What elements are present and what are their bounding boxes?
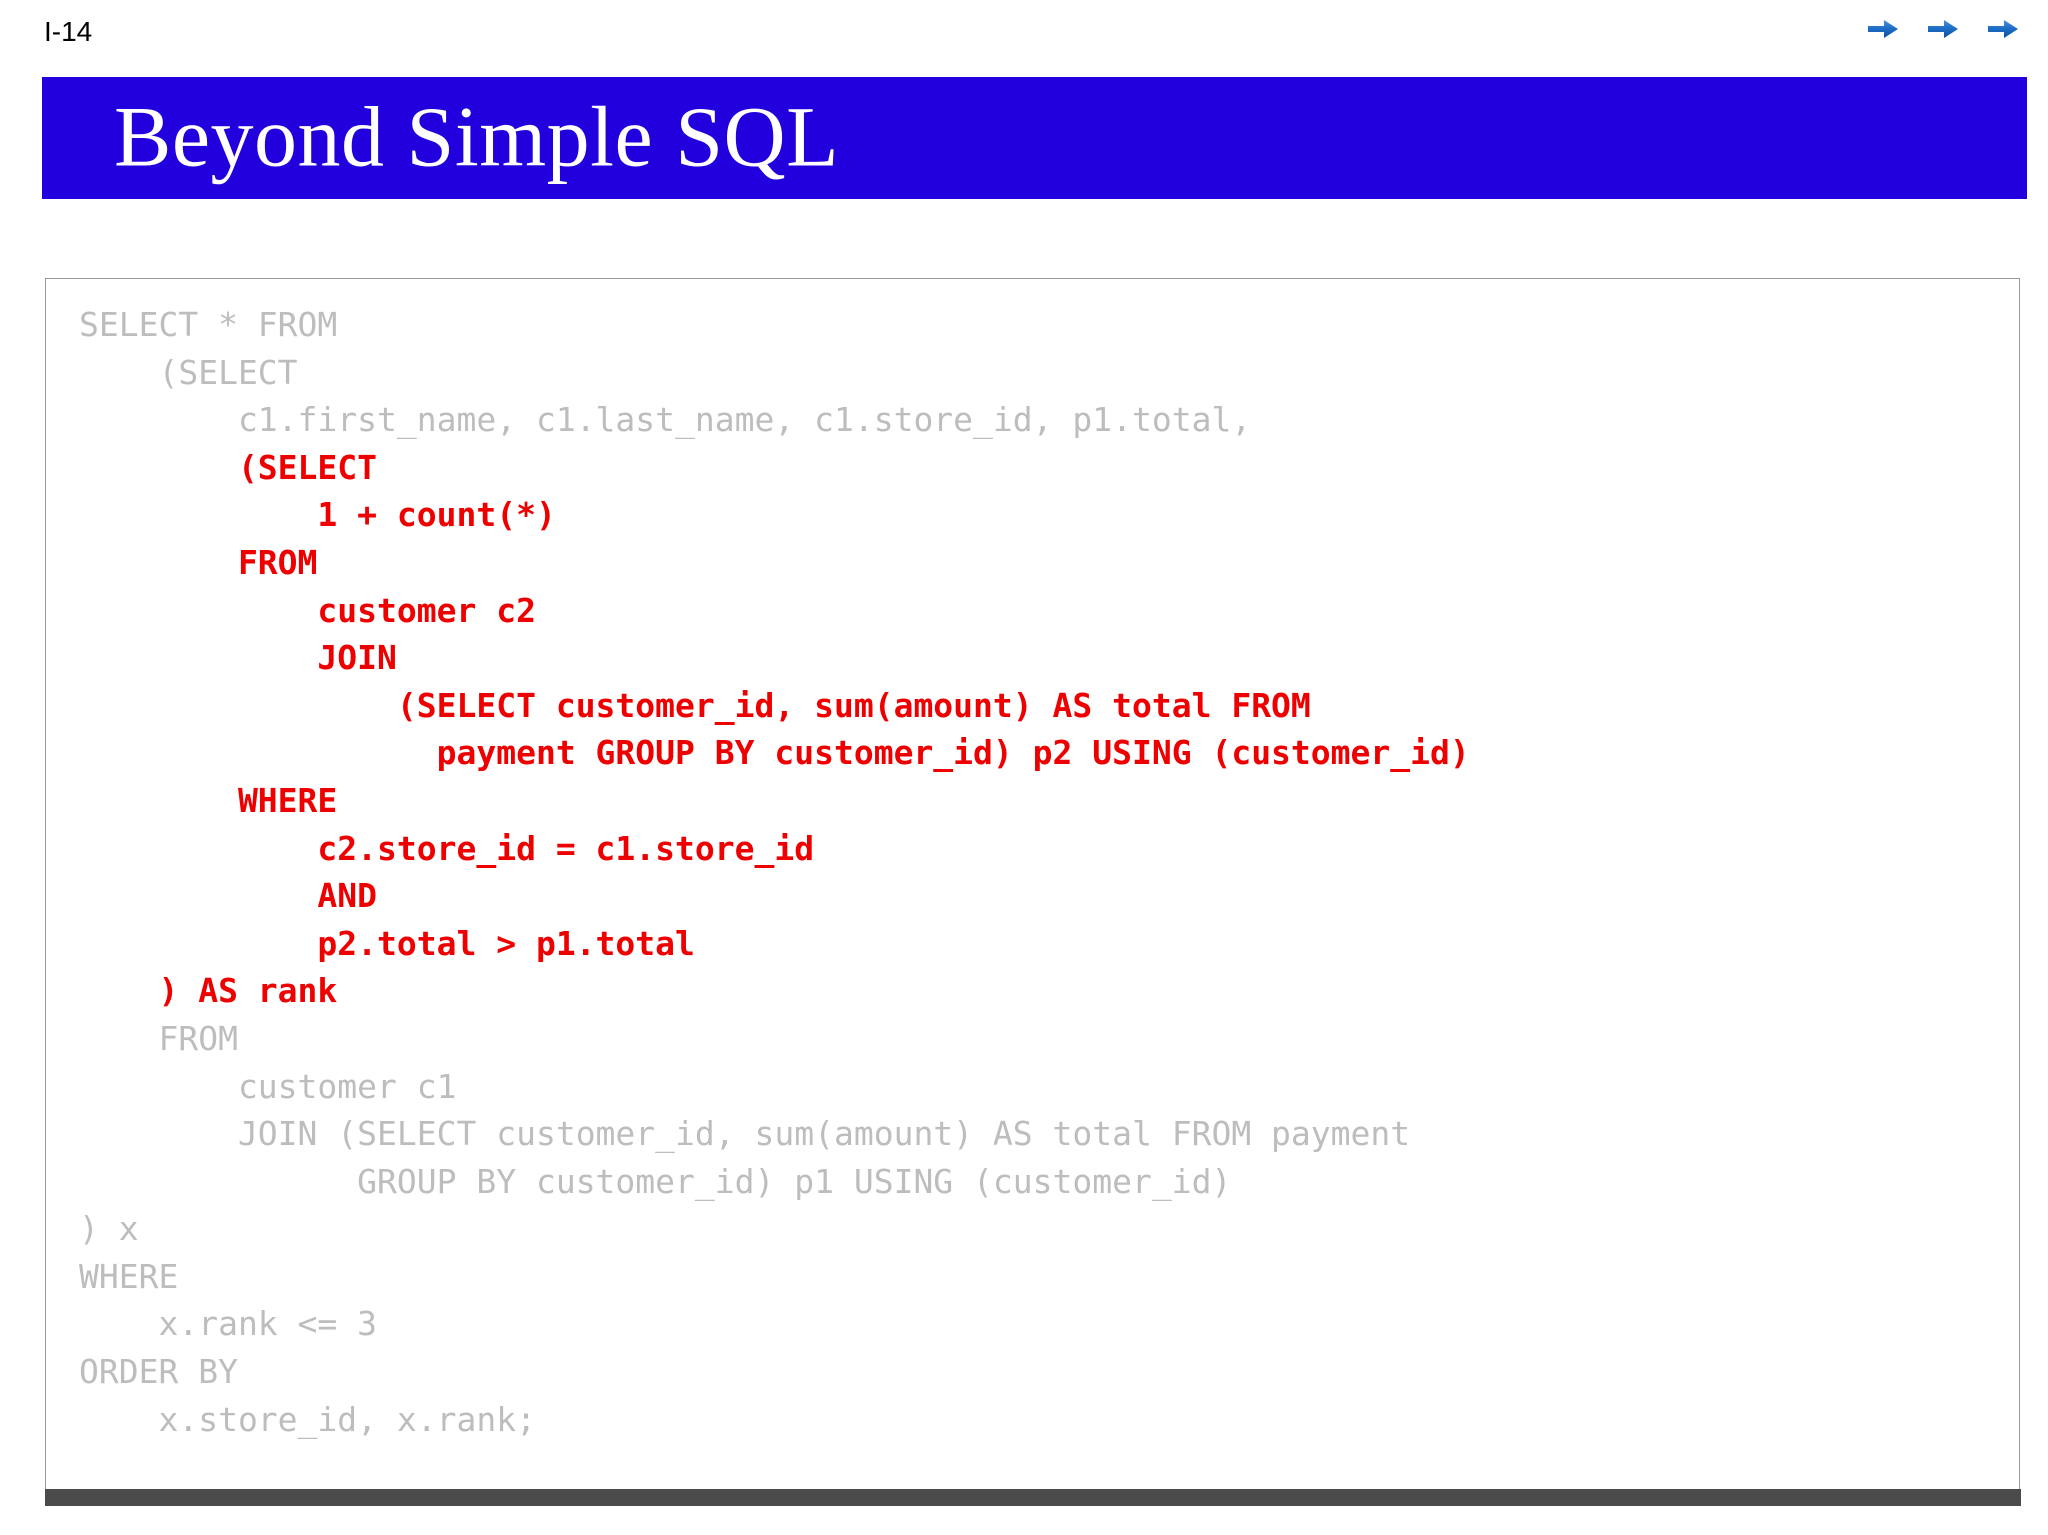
code-line: ) x [79,1209,139,1249]
top-strip: I-14 [0,0,2048,58]
code-line: SELECT * FROM [79,305,338,344]
arrow-right-icon[interactable] [1926,16,1960,42]
title-banner: Beyond Simple SQL [42,77,2027,199]
code-line: x.store_id, x.rank; [79,1399,536,1439]
slide-label: I-14 [44,16,93,47]
code-line: ) AS rank [79,971,338,1011]
code-line: x.rank <= 3 [79,1304,378,1344]
code-line: GROUP BY customer_id) p1 USING (customer… [79,1161,1232,1201]
code-line: WHERE [79,780,338,820]
page-title: Beyond Simple SQL [114,88,840,185]
code-line: (SELECT [79,352,298,392]
code-line: payment GROUP BY customer_id) p2 USING (… [79,733,1470,773]
code-line: ORDER BY [79,1352,238,1392]
code-line: (SELECT customer_id, sum(amount) AS tota… [79,685,1311,725]
code-line: WHERE [79,1256,179,1296]
arrow-right-icon[interactable] [1986,16,2020,42]
code-line: c1.first_name, c1.last_name, c1.store_id… [79,400,1252,440]
code-line: FROM [79,542,318,582]
code-line: c2.store_id = c1.store_id [79,828,815,868]
slide-content-frame: SELECT * FROM (SELECT c1.first_name, c1.… [45,278,2020,1490]
navigation-arrows [1866,16,2020,42]
code-line: customer c1 [79,1066,457,1106]
code-line: 1 + count(*) [79,495,556,535]
code-line: customer c2 [79,590,536,630]
sql-code-block: SELECT * FROM (SELECT c1.first_name, c1.… [79,301,1470,1443]
code-line: AND [79,876,378,916]
code-line: p2.total > p1.total [79,923,695,963]
code-line: FROM [79,1018,238,1058]
code-line: (SELECT [79,447,378,487]
bottom-bar [45,1489,2021,1506]
arrow-right-icon[interactable] [1866,16,1900,42]
code-line: JOIN (SELECT customer_id, sum(amount) AS… [79,1114,1411,1154]
code-line: JOIN [79,638,397,678]
